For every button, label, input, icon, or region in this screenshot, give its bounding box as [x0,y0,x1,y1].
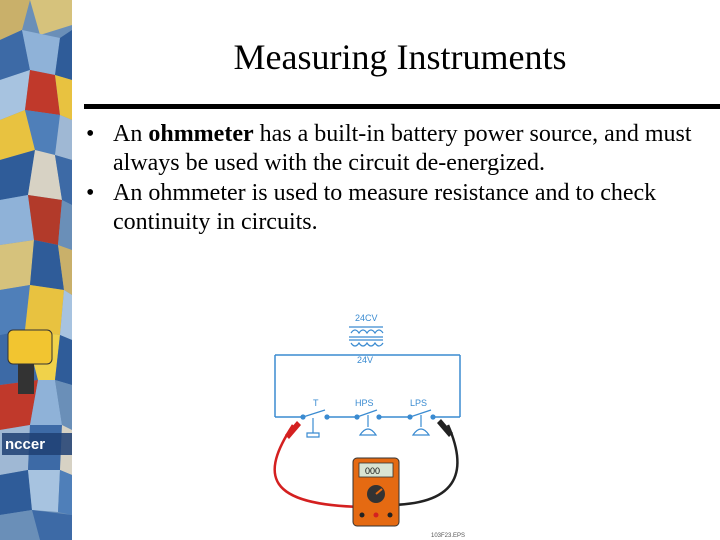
bullet-item-ohmmeter-battery: An ohmmeter has a built-in battery power… [86,120,706,178]
title-divider [84,104,720,109]
mosaic-art: nccer [0,0,72,540]
bullet-list: An ohmmeter has a built-in battery power… [86,120,706,238]
transformer-symbol [349,326,384,347]
meter-display-screen [358,462,394,478]
switch-hps-label: HPS [355,398,374,408]
switch-t-symbol [300,409,330,438]
meter-display-readout: 000 [365,466,380,476]
switch-lps-symbol [407,409,436,436]
bullet1-suffix: has a built-in battery power source, and… [113,121,692,176]
slide-title: Measuring Instruments [233,37,567,77]
bullet-item-ohmmeter-use: An ohmmeter is used to measure resistanc… [86,179,706,237]
bullet1-bold-term: ohmmeter [148,121,254,147]
mosaic-sidebar-image: nccer [0,0,72,540]
nccer-logo-text: nccer [5,436,45,453]
ohmmeter-device: 000 [352,457,400,527]
circuit-wires [274,354,461,418]
black-test-lead [386,419,459,507]
switch-lps-label: LPS [410,398,427,408]
switch-hps-symbol [354,409,382,436]
figure-code-label: 103F23.EPS [431,533,465,539]
transformer-primary-label: 24CV [355,313,378,323]
ohmmeter-circuit-diagram: 24CV 24V T HPS LPS 000 [273,313,465,539]
switch-t-label: T [313,398,319,408]
bullet1-prefix: An [113,121,149,147]
transformer-secondary-label: 24V [357,355,373,365]
red-test-lead [273,421,364,509]
